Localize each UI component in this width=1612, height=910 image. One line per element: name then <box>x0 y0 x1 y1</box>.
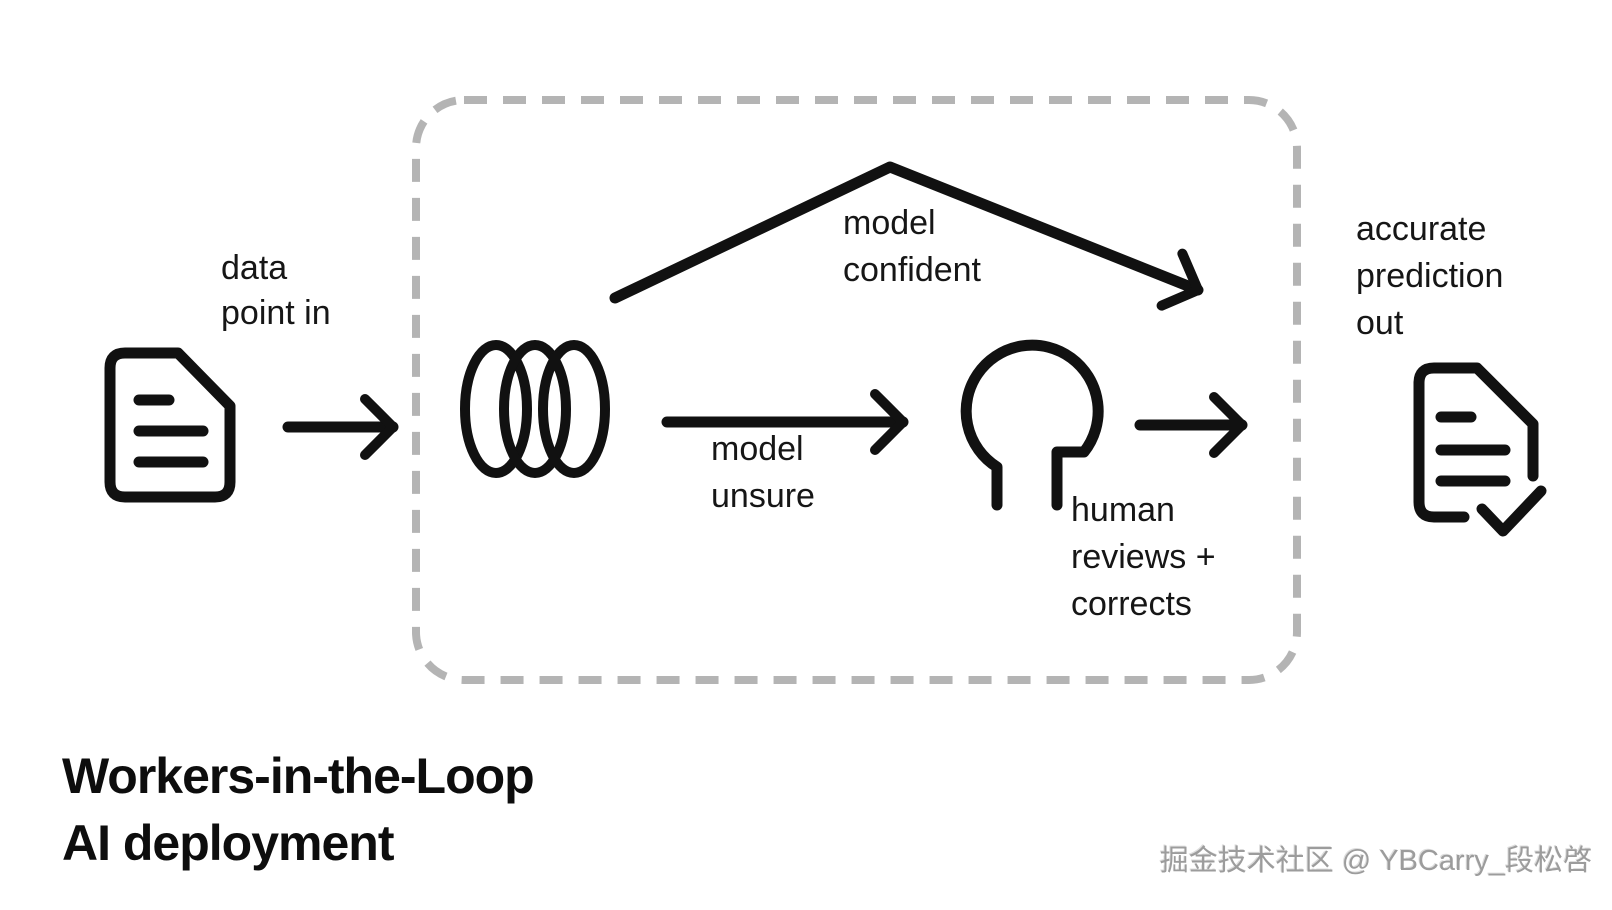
watermark: 掘金技术社区 @ YBCarry_段松啓 <box>1159 845 1592 877</box>
label-human-reviews-corrects: human reviews + corrects <box>1071 491 1216 623</box>
dashed-boundary-box <box>412 96 1301 684</box>
label-model-unsure: model unsure <box>711 430 815 515</box>
model-coil-icon <box>460 340 610 478</box>
checkmark-icon <box>1476 485 1547 537</box>
arrow-model-confident <box>609 161 1204 311</box>
label-model-confident: model confident <box>843 204 981 289</box>
label-data-point-in: data point in <box>221 249 331 332</box>
diagram-title: Workers-in-the-Loop AI deployment <box>62 748 535 871</box>
human-headphones-icon <box>960 339 1104 511</box>
document-icon <box>104 347 236 503</box>
label-accurate-prediction-out: accurate prediction out <box>1356 210 1504 342</box>
document-check-icon <box>1413 362 1547 537</box>
